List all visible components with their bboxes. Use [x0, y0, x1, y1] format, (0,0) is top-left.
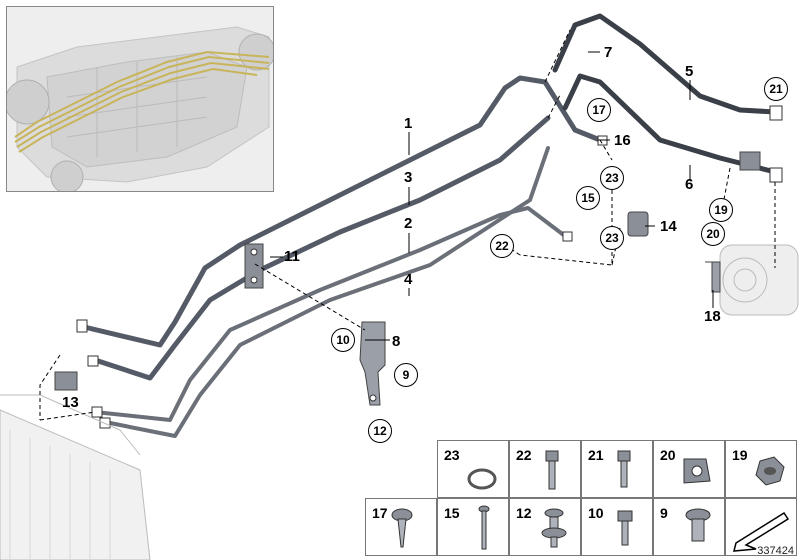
diagram-id: 337424	[757, 545, 794, 557]
callout-bracket-13: 13	[62, 394, 79, 411]
callout-bracket-11: 11	[284, 248, 300, 265]
compressor-shape	[719, 244, 799, 316]
callout-bracket-8: 8	[392, 333, 401, 350]
screw-icon	[545, 450, 559, 490]
circled-callout-21: 21	[764, 77, 788, 101]
part-cell-9: 9	[653, 498, 725, 556]
part-cell-10: 10	[581, 498, 653, 556]
part-cell-19: 19	[725, 440, 797, 498]
callout-pipe-5: 5	[685, 63, 694, 80]
part-number-label: 10	[588, 505, 604, 521]
callout-clamp-14: 14	[660, 218, 677, 235]
part-cell-23: 23	[437, 440, 509, 498]
collar-screw-icon	[685, 508, 711, 542]
part-cell-15: 15	[437, 498, 509, 556]
part-cell-arrow	[725, 498, 797, 556]
part-number-label: 22	[516, 447, 532, 463]
part-cell-20: 20	[653, 440, 725, 498]
hex-nut-icon	[755, 456, 785, 486]
bracket-8-shape	[359, 321, 386, 406]
screw-icon	[617, 450, 631, 488]
part-number-label: 15	[444, 505, 460, 521]
callout-bracket-18: 18	[704, 308, 721, 325]
expanding-rivet-icon	[541, 508, 567, 548]
bolt-icon	[617, 510, 633, 546]
part-cell-22: 22	[509, 440, 581, 498]
part-number-label: 23	[444, 447, 460, 463]
direction-arrow-icon	[733, 511, 790, 552]
part-number-label: 21	[588, 447, 604, 463]
vehicle-underbody-illustration	[7, 7, 273, 191]
bracket-11-shape	[244, 243, 264, 289]
circled-callout-10: 10	[331, 328, 355, 352]
circled-callout-22: 22	[490, 234, 514, 258]
circled-callout-19: 19	[709, 198, 733, 222]
circled-callout-23-upper: 23	[600, 166, 624, 190]
circled-callout-17: 17	[587, 98, 611, 122]
highlighted-pipes	[14, 50, 270, 153]
circled-callout-9: 9	[394, 363, 418, 387]
circled-callout-12: 12	[368, 419, 392, 443]
condenser-shape	[0, 394, 151, 560]
callout-part-7: 7	[604, 44, 613, 61]
callout-pipe-1: 1	[404, 115, 413, 132]
pipe-6	[562, 73, 778, 175]
part-number-label: 19	[732, 447, 748, 463]
pipe-5	[552, 13, 778, 115]
pipe-4	[103, 146, 550, 438]
pipe-2	[93, 206, 567, 422]
part-number-label: 17	[372, 505, 388, 521]
callout-pipe-4: 4	[404, 271, 413, 288]
callout-pipe-6: 6	[685, 176, 694, 193]
circled-callout-15: 15	[576, 186, 600, 210]
tapping-screw-icon	[391, 508, 413, 548]
clip-nut-icon	[683, 458, 711, 484]
part-number-label: 9	[660, 505, 668, 521]
callout-part-16: 16	[614, 132, 631, 149]
part-cell-17: 17	[365, 498, 437, 556]
circled-callout-20: 20	[701, 222, 725, 246]
part-number-label: 12	[516, 505, 532, 521]
o-ring-icon	[467, 468, 497, 490]
parts-legend-table: 23 22 21 20 19 17 15 12	[365, 440, 800, 560]
vehicle-overview-inset	[6, 6, 274, 192]
callout-pipe-2: 2	[404, 215, 413, 232]
pin-screw-icon	[478, 505, 490, 550]
part-cell-21: 21	[581, 440, 653, 498]
callout-pipe-3: 3	[404, 169, 413, 186]
part-number-label: 20	[660, 447, 676, 463]
circled-callout-23-lower: 23	[600, 226, 624, 250]
part-cell-12: 12	[509, 498, 581, 556]
